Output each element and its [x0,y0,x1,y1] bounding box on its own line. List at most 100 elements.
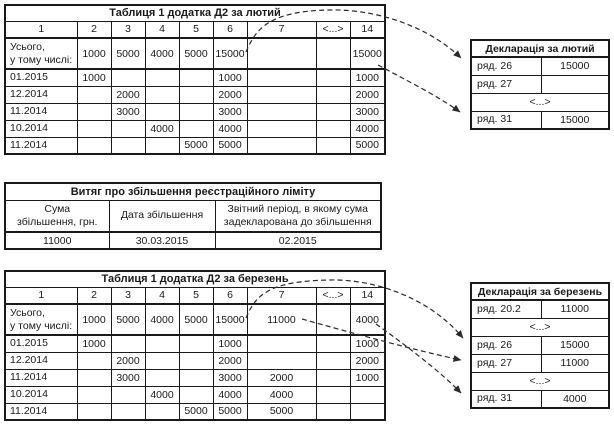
value-cell: 5000 [178,136,214,155]
column-header: 5 [178,20,214,39]
value-cell: 2000 [349,351,386,370]
value-cell: 1000 [349,368,386,387]
value-cell [315,334,351,353]
value-cell [315,351,351,370]
value-cell [315,68,351,87]
value-cell: 1000 [76,303,112,336]
value-cell: 2000 [110,351,146,370]
value-cell [246,37,317,70]
column-header: 3 [110,286,146,305]
value-cell [76,385,112,404]
value-cell [246,334,317,353]
value-cell [315,368,351,387]
column-header: 4 [144,286,180,305]
value-cell [178,368,214,387]
value-cell [178,102,214,121]
column-header: <...> [315,20,351,39]
value-cell [76,351,112,370]
row-label: 01.2015 [4,68,78,87]
value-cell: 15000 [212,303,248,336]
ellipsis-row: <...> [470,317,610,337]
column-header: 4 [144,20,180,39]
decl-row-value: 15000 [540,335,610,355]
value-cell: 3000 [349,102,386,121]
table-title: Таблиця 1 додатка Д2 за березень [4,270,386,288]
value-cell [76,402,112,421]
value-cell [110,119,146,138]
value-cell [246,136,317,155]
value-cell [349,402,386,421]
decl-row-value: 15000 [540,110,610,130]
value-cell [315,303,351,336]
row-label: 10.2014 [4,119,78,138]
value-cell [246,102,317,121]
column-header: 6 [212,20,248,39]
value-cell [76,102,112,121]
row-label: 12.2014 [4,85,78,104]
decl-row-label: ряд. 26 [470,335,542,355]
value-cell [76,136,112,155]
row-label: 11.2014 [4,102,78,121]
value-cell-date: 30.03.2015 [108,231,216,250]
value-cell: 1000 [349,68,386,87]
value-cell: 4000 [349,119,386,138]
table-title: Витяг про збільшення реєстраційного лімі… [4,182,382,201]
value-cell [76,368,112,387]
value-cell [315,85,351,104]
decl-row-label: ряд. 26 [470,56,542,76]
column-header-period: Звітний період, в якому сума задекларова… [214,199,382,233]
value-cell [178,351,214,370]
value-cell: 5000 [212,402,248,421]
value-cell [315,102,351,121]
row-label: 11.2014 [4,402,78,421]
table-title: Таблиця 1 додатка Д2 за лютий [4,4,386,22]
value-cell [178,334,214,353]
column-header: <...> [315,286,351,305]
value-cell: 1000 [212,334,248,353]
value-cell: 3000 [212,368,248,387]
decl-row-label: ряд. 27 [470,353,542,373]
row-label: Усього, у тому числі: [4,303,78,336]
value-cell: 2000 [212,85,248,104]
row-label: 12.2014 [4,351,78,370]
value-cell: 4000 [144,119,180,138]
value-cell: 3000 [212,102,248,121]
extract-limit-table: Витяг про збільшення реєстраційного лімі… [4,182,382,250]
value-cell: 3000 [110,102,146,121]
value-cell: 4000 [246,385,317,404]
value-cell [110,334,146,353]
value-cell: 2000 [212,351,248,370]
value-cell: 2000 [246,368,317,387]
value-cell [110,68,146,87]
value-cell: 5000 [110,37,146,70]
table-title: Декларація за лютий [470,39,610,58]
column-header: 6 [212,286,248,305]
value-cell-sum: 11000 [4,231,110,250]
value-cell [110,136,146,155]
value-cell: 3000 [110,368,146,387]
column-header: 2 [76,286,112,305]
column-header: 3 [110,20,146,39]
value-cell: 2000 [349,85,386,104]
value-cell: 1000 [212,68,248,87]
value-cell [315,136,351,155]
value-cell: 4000 [212,385,248,404]
column-header: 1 [4,20,78,39]
value-cell [144,402,180,421]
value-cell [178,85,214,104]
value-cell: 1000 [76,334,112,353]
arrow-feb-col14-to-row31 [377,64,461,113]
value-cell: 5000 [246,402,317,421]
value-cell [315,119,351,138]
value-cell [144,136,180,155]
value-cell: 5000 [110,303,146,336]
value-cell: 4000 [144,37,180,70]
row-label: Усього, у тому числі: [4,37,78,70]
value-cell: 4000 [212,119,248,138]
decl-row-label: ряд. 20.2 [470,299,542,319]
value-cell: 1000 [76,37,112,70]
value-cell: 2000 [110,85,146,104]
row-label: 01.2015 [4,334,78,353]
